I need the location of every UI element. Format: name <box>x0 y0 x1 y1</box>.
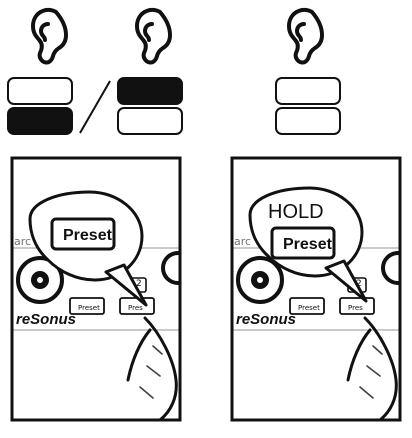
brand-text: reSonus <box>236 311 296 328</box>
preset-label-large: Preset <box>63 227 113 244</box>
callout-tail <box>104 263 148 307</box>
lamp-top <box>117 77 183 105</box>
small-button-2-label: Pres <box>128 304 143 312</box>
left-panel: arc reSonus 2 Preset Pres <box>10 156 182 422</box>
device-illustration-right: arc reSonus 2 Preset Pres HOLD Pre <box>232 186 400 420</box>
channel-number: 2 <box>136 279 142 289</box>
right-panel: arc reSonus 2 Preset Pres HOLD Pre <box>230 156 402 422</box>
ear-icon <box>135 7 172 65</box>
lamp-top <box>275 77 341 105</box>
jack-hole <box>257 277 263 283</box>
finger-lines <box>359 345 383 399</box>
device-illustration-left: arc reSonus 2 Preset Pres <box>12 190 180 420</box>
lamp-bottom <box>7 107 73 135</box>
partial-text-left: arc <box>14 235 31 248</box>
lamp-bottom <box>275 107 341 135</box>
brand-text: reSonus <box>16 311 76 328</box>
lamp-bottom <box>117 107 183 135</box>
small-button-1 <box>289 297 325 315</box>
jack <box>236 256 284 304</box>
ear-icon <box>287 7 324 65</box>
ear-icon <box>31 7 68 65</box>
finger-lines <box>139 345 163 399</box>
hold-label: HOLD <box>268 201 324 223</box>
callout-tail <box>324 259 368 303</box>
small-button-2-label: Pres <box>348 304 363 312</box>
channel-number: 2 <box>356 279 362 289</box>
small-button-1-label: Preset <box>78 304 100 312</box>
jack-right <box>161 251 180 285</box>
small-button-1 <box>69 297 105 315</box>
finger <box>346 316 398 420</box>
jack-right <box>381 251 400 285</box>
jack-hole <box>37 277 43 283</box>
lamp-pair-left-b <box>117 77 183 135</box>
small-button-1-label: Preset <box>298 304 320 312</box>
lamp-pair-right <box>275 77 341 135</box>
preset-button-large <box>50 217 116 251</box>
lamp-pair-left-a <box>7 77 73 135</box>
partial-text-left: arc <box>234 235 251 248</box>
preset-button-large <box>270 226 336 260</box>
preset-label-large: Preset <box>283 236 333 253</box>
separator-slash <box>79 80 111 134</box>
finger <box>126 316 178 420</box>
jack <box>16 256 64 304</box>
lamp-top <box>7 77 73 105</box>
